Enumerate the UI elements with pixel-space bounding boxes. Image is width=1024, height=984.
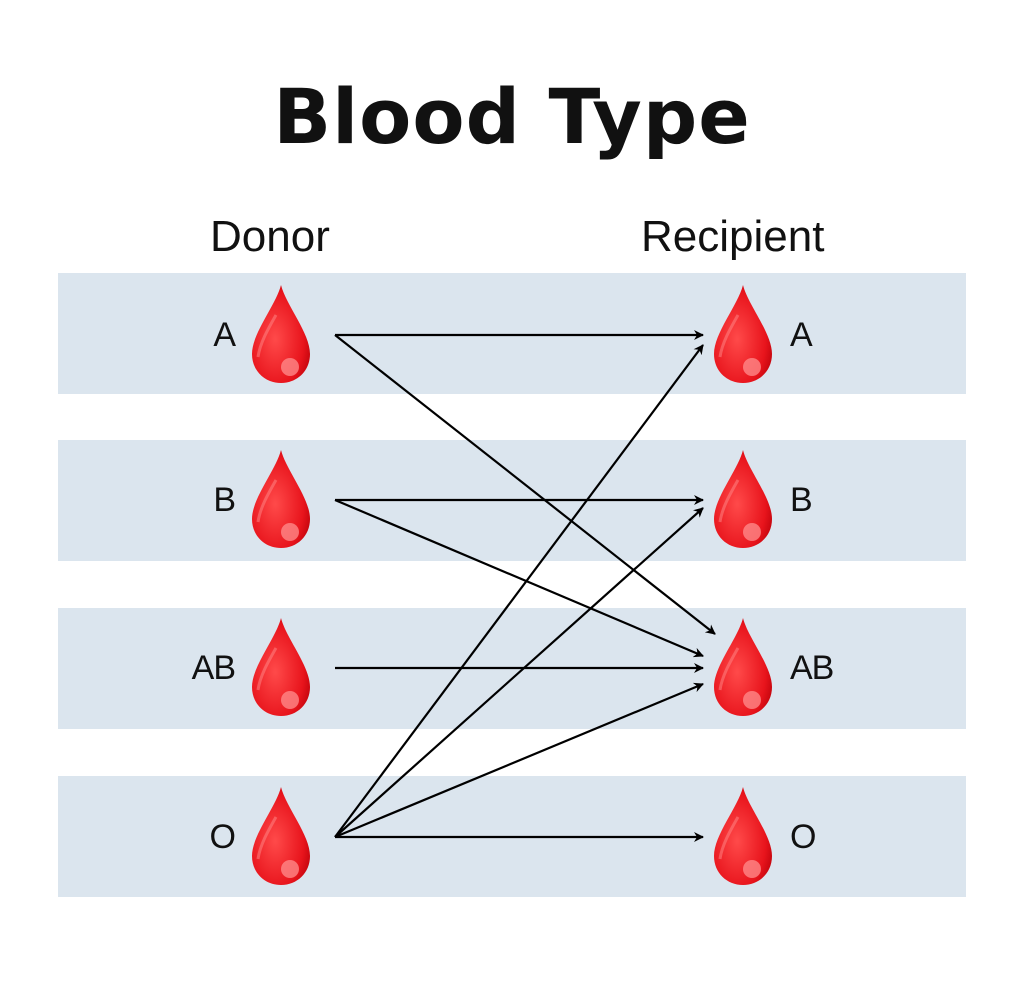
arrow-o-to-ab bbox=[334, 682, 704, 839]
donor-column-header: Donor bbox=[210, 212, 330, 261]
blood-drop-icon bbox=[250, 448, 312, 550]
arrow-b-to-ab bbox=[334, 498, 704, 658]
recipient-label: A bbox=[790, 316, 813, 354]
donor-label: AB bbox=[191, 649, 236, 687]
donor-label: A bbox=[213, 316, 236, 354]
blood-drop-icon bbox=[712, 448, 774, 550]
blood-drop-icon bbox=[250, 283, 312, 385]
blood-drop-icon bbox=[712, 785, 774, 887]
blood-drop-icon bbox=[250, 616, 312, 718]
arrow-a-to-ab bbox=[334, 334, 716, 635]
donor-label: O bbox=[209, 818, 236, 856]
blood-drop-icon bbox=[250, 785, 312, 887]
arrow-o-to-a bbox=[334, 344, 704, 838]
blood-drop-icon bbox=[712, 283, 774, 385]
recipient-label: B bbox=[790, 481, 813, 519]
recipient-column-header: Recipient bbox=[641, 212, 825, 261]
arrow-o-to-b bbox=[334, 507, 704, 838]
recipient-label: O bbox=[790, 818, 816, 856]
donor-label: B bbox=[213, 481, 236, 519]
blood-type-row-a bbox=[58, 273, 966, 394]
recipient-label: AB bbox=[790, 649, 834, 687]
diagram-title: Blood Type bbox=[273, 72, 751, 161]
blood-drop-icon bbox=[712, 616, 774, 718]
